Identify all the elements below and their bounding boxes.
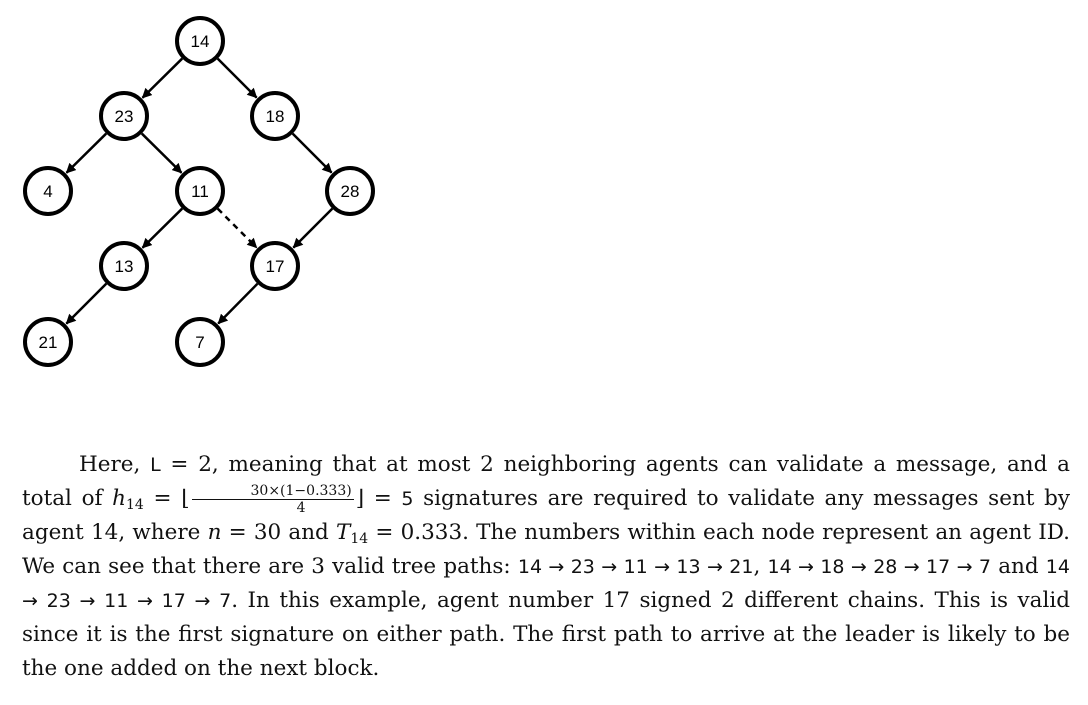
edge-14-to-18 bbox=[216, 57, 258, 99]
tree-nodes: 14 23 18 4 11 28 13 17 21 7 bbox=[23, 16, 375, 367]
tree-diagram: 14 23 18 4 11 28 13 17 21 7 bbox=[23, 16, 375, 367]
signature-count: 5 bbox=[401, 488, 414, 510]
edge-23-to-4 bbox=[65, 132, 108, 174]
T-symbol: T bbox=[336, 520, 351, 545]
node-circle bbox=[99, 91, 149, 141]
node-label: 4 bbox=[43, 182, 52, 201]
node-label: 23 bbox=[115, 107, 134, 126]
tree-node-28: 28 bbox=[325, 166, 375, 216]
n-symbol: n bbox=[207, 520, 222, 545]
text-segment: , bbox=[753, 554, 768, 579]
node-circle bbox=[23, 317, 73, 367]
tree-node-21: 21 bbox=[23, 317, 73, 367]
path-3: 14 → 23 → 11 → 17 → 7 bbox=[22, 556, 1070, 612]
node-circle bbox=[175, 16, 225, 66]
node-circle bbox=[175, 166, 225, 216]
tree-node-17: 17 bbox=[250, 241, 300, 291]
h-symbol: h bbox=[112, 486, 126, 511]
tree-node-4: 4 bbox=[23, 166, 73, 216]
tree-node-7: 7 bbox=[175, 317, 225, 367]
node-label: 21 bbox=[39, 333, 58, 352]
text-segment: = ⌊ bbox=[143, 486, 190, 511]
node-circle bbox=[23, 166, 73, 216]
edge-23-to-11 bbox=[140, 132, 183, 174]
text-segment: and bbox=[991, 554, 1046, 579]
node-circle bbox=[99, 241, 149, 291]
node-circle bbox=[250, 91, 300, 141]
explanation-paragraph: Here, L = 2, meaning that at most 2 neig… bbox=[22, 448, 1070, 686]
tree-node-23: 23 bbox=[99, 91, 149, 141]
L-parameter: L bbox=[150, 454, 161, 476]
edge-13-to-21 bbox=[65, 282, 108, 325]
path-1: 14 → 23 → 11 → 13 → 21 bbox=[517, 556, 754, 578]
edge-11-to-17 bbox=[216, 207, 258, 249]
node-label: 11 bbox=[191, 182, 209, 201]
text-segment: = 30 and bbox=[221, 520, 337, 545]
path-2: 14 → 18 → 28 → 17 → 7 bbox=[767, 556, 992, 578]
tree-edges bbox=[65, 57, 334, 325]
text-segment: = 2, meaning that at most 2 neighboring … bbox=[22, 452, 1070, 511]
edge-28-to-17 bbox=[292, 207, 334, 249]
h-subscript: 14 bbox=[125, 497, 144, 513]
edge-11-to-13 bbox=[141, 207, 184, 249]
text-segment: = 0.333. The numbers within each node re… bbox=[22, 520, 1071, 579]
node-circle bbox=[250, 241, 300, 291]
text-segment: Here, bbox=[79, 452, 151, 477]
text-segment: ⌋ = bbox=[355, 486, 402, 511]
fraction: 30×(1−0.333)4 bbox=[191, 484, 354, 516]
text-segment: signatures are required to validate any … bbox=[22, 486, 1070, 545]
text-segment: . In this example, agent number 17 signe… bbox=[22, 588, 1070, 681]
tree-node-14: 14 bbox=[175, 16, 225, 66]
fraction-numerator: 30×(1−0.333) bbox=[191, 484, 354, 500]
node-label: 7 bbox=[195, 333, 204, 352]
T-subscript: 14 bbox=[350, 531, 369, 547]
fraction-denominator: 4 bbox=[296, 500, 306, 516]
tree-node-11: 11 bbox=[175, 166, 225, 216]
node-circle bbox=[175, 317, 225, 367]
node-label: 17 bbox=[266, 257, 285, 276]
edge-18-to-28 bbox=[291, 132, 333, 174]
node-circle bbox=[325, 166, 375, 216]
node-label: 18 bbox=[266, 107, 285, 126]
node-label: 28 bbox=[341, 182, 360, 201]
tree-node-13: 13 bbox=[99, 241, 149, 291]
tree-node-18: 18 bbox=[250, 91, 300, 141]
node-label: 14 bbox=[191, 32, 210, 51]
node-label: 13 bbox=[115, 257, 134, 276]
edge-17-to-7 bbox=[217, 282, 259, 325]
edge-14-to-23 bbox=[141, 57, 184, 99]
